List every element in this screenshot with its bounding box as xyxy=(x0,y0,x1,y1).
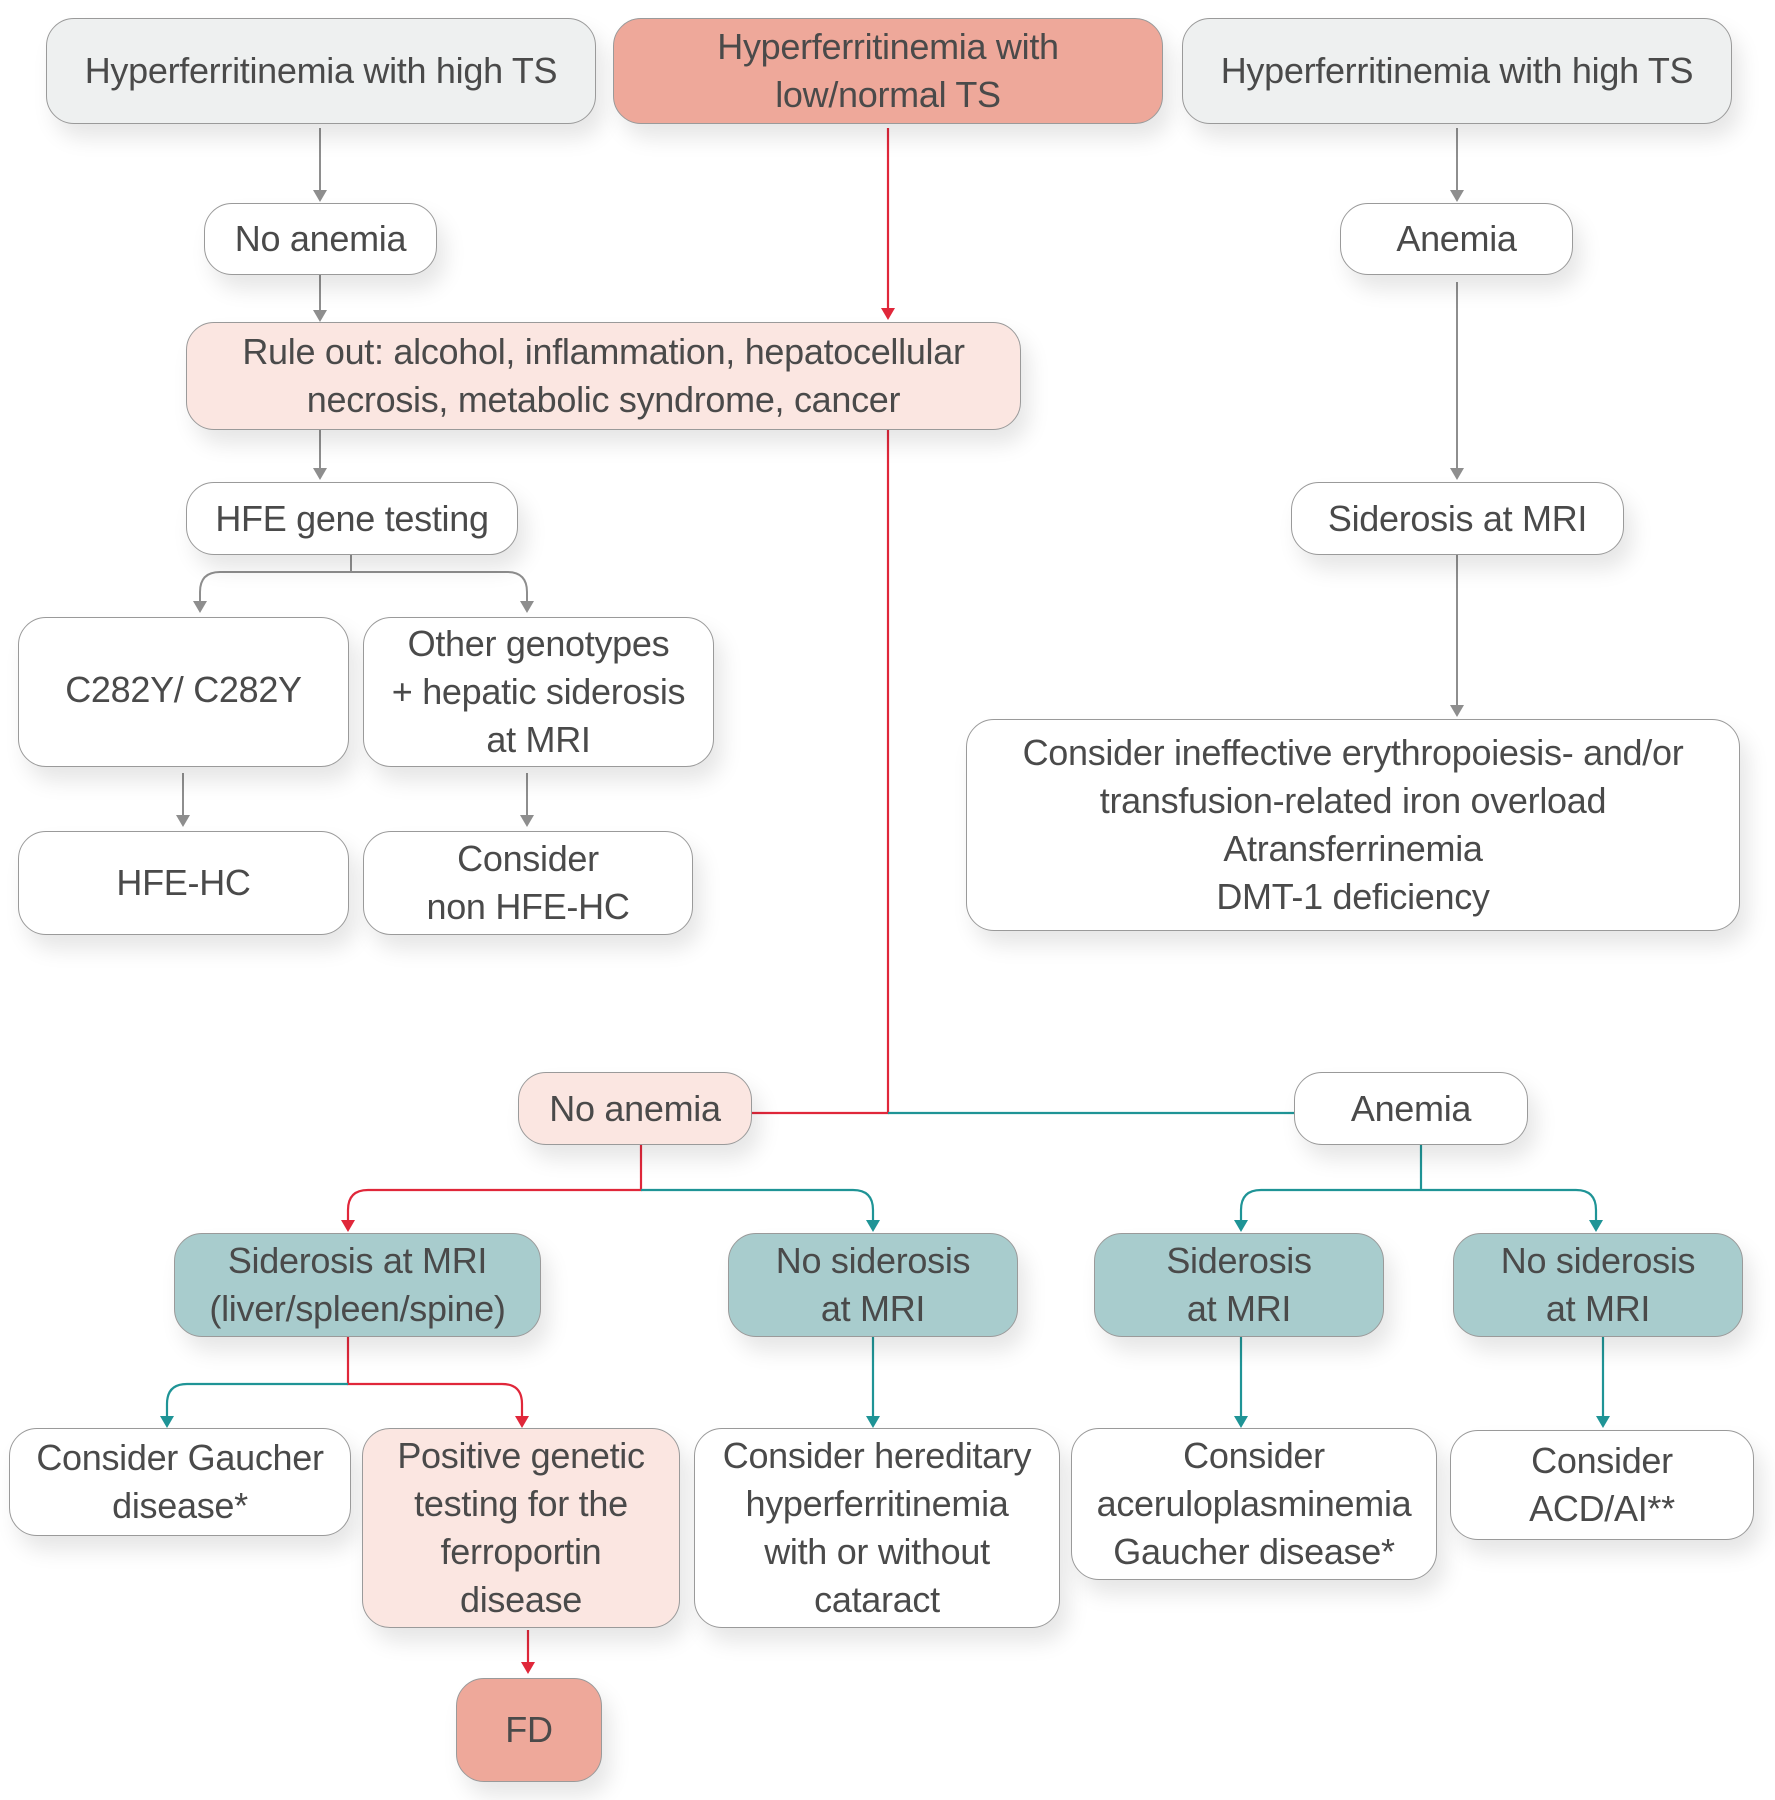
node-hfe-hc: HFE-HC xyxy=(18,831,349,935)
node-consider-aceruloplasminemia: Consider aceruloplasminemia Gaucher dise… xyxy=(1071,1428,1437,1580)
node-center-start-low-normal-ts: Hyperferritinemia with low/normal TS xyxy=(613,18,1163,124)
node-right-anemia: Anemia xyxy=(1340,203,1573,275)
arrowhead xyxy=(341,1220,355,1232)
arrowhead xyxy=(881,308,895,320)
node-consider-gaucher: Consider Gaucher disease* xyxy=(9,1428,351,1536)
node-mid-no-anemia: No anemia xyxy=(518,1072,752,1145)
connector-no-anemia-to-no-siderosis xyxy=(641,1188,875,1222)
arrowhead xyxy=(313,468,327,480)
arrowhead xyxy=(313,190,327,202)
arrowhead xyxy=(515,1416,529,1428)
connector-siderosis-liver-to-gaucher xyxy=(165,1382,348,1418)
node-positive-genetic-testing: Positive genetic testing for the ferropo… xyxy=(362,1428,680,1628)
node-non-hfe-hc: Consider non HFE-HC xyxy=(363,831,693,935)
arrowhead xyxy=(1234,1220,1248,1232)
arrowhead xyxy=(520,815,534,827)
arrowhead xyxy=(520,601,534,613)
node-siderosis-liver-spleen-spine: Siderosis at MRI (liver/spleen/spine) xyxy=(174,1233,541,1337)
node-consider-acd-ai: Consider ACD/AI** xyxy=(1450,1430,1754,1540)
connector-hfe-split xyxy=(199,555,528,603)
node-no-siderosis-a: No siderosis at MRI xyxy=(728,1233,1018,1337)
arrowhead xyxy=(160,1416,174,1428)
arrowhead xyxy=(176,815,190,827)
arrowhead xyxy=(1450,190,1464,202)
node-no-siderosis-b: No siderosis at MRI xyxy=(1453,1233,1743,1337)
arrowhead xyxy=(1450,468,1464,480)
node-left-no-anemia: No anemia xyxy=(204,203,437,275)
arrowhead xyxy=(1234,1416,1248,1428)
node-right-siderosis-mri: Siderosis at MRI xyxy=(1291,482,1624,555)
node-siderosis-b: Siderosis at MRI xyxy=(1094,1233,1384,1337)
arrowhead xyxy=(313,310,327,322)
node-left-start-high-ts: Hyperferritinemia with high TS xyxy=(46,18,596,124)
arrowhead xyxy=(866,1220,880,1232)
connector-anemia-split xyxy=(1239,1145,1598,1222)
arrowhead xyxy=(1450,705,1464,717)
node-c282y: C282Y/ C282Y xyxy=(18,617,349,767)
node-consider-ineffective: Consider ineffective erythropoiesis- and… xyxy=(966,719,1740,931)
node-hfe-gene-testing: HFE gene testing xyxy=(186,482,518,555)
connector-no-anemia-down xyxy=(346,1145,643,1222)
node-mid-anemia: Anemia xyxy=(1294,1072,1528,1145)
node-right-start-high-ts: Hyperferritinemia with high TS xyxy=(1182,18,1732,124)
node-fd: FD xyxy=(456,1678,602,1782)
node-other-genotypes: Other genotypes + hepatic siderosis at M… xyxy=(363,617,714,767)
arrowhead xyxy=(193,601,207,613)
connector-siderosis-liver-down xyxy=(346,1337,524,1418)
arrowhead xyxy=(521,1662,535,1674)
arrowhead xyxy=(1589,1220,1603,1232)
connector-rule-out-to-split xyxy=(752,430,890,1115)
arrowhead xyxy=(866,1416,880,1428)
node-rule-out: Rule out: alcohol, inflammation, hepatoc… xyxy=(186,322,1021,430)
arrowhead xyxy=(1596,1416,1610,1428)
node-consider-hereditary: Consider hereditary hyperferritinemia wi… xyxy=(694,1428,1060,1628)
